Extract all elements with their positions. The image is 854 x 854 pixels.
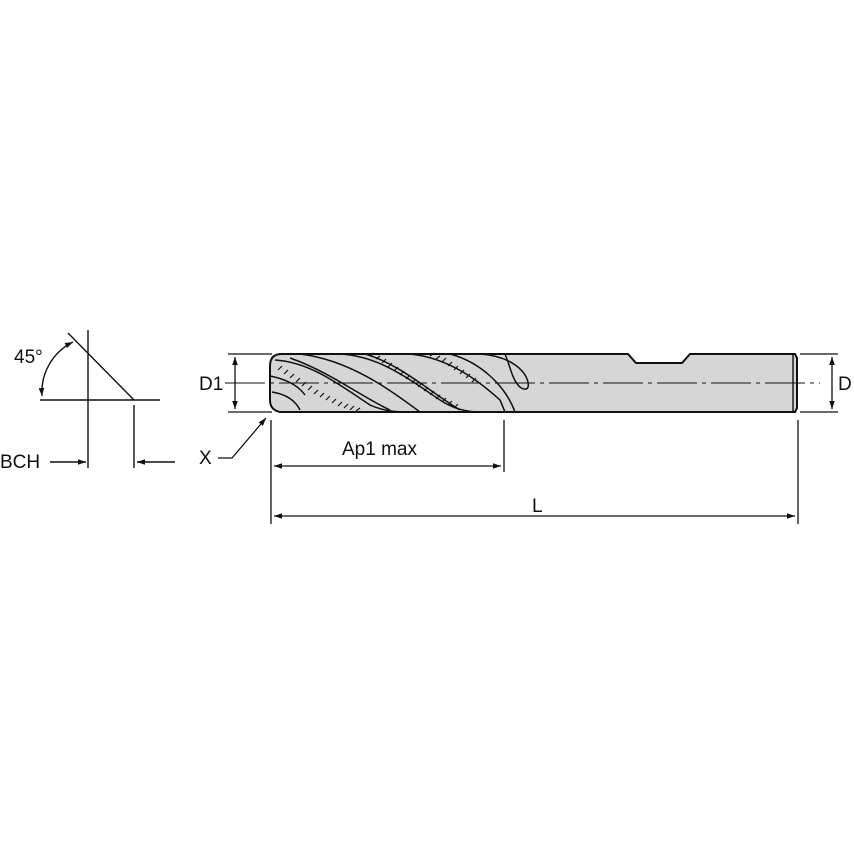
angle-label: 45° (14, 347, 43, 368)
overall-length-label: L (532, 496, 543, 517)
corner-label: X (199, 448, 212, 469)
chamfer-detail (38, 330, 175, 468)
chamfer-label: BCH (0, 452, 41, 473)
dimension-lines (218, 353, 838, 524)
cutting-diameter-label: D1 (199, 374, 224, 395)
end-mill-body (225, 352, 820, 413)
cut-length-label: Ap1 max (342, 439, 417, 460)
shank-diameter-label: D (838, 374, 852, 395)
